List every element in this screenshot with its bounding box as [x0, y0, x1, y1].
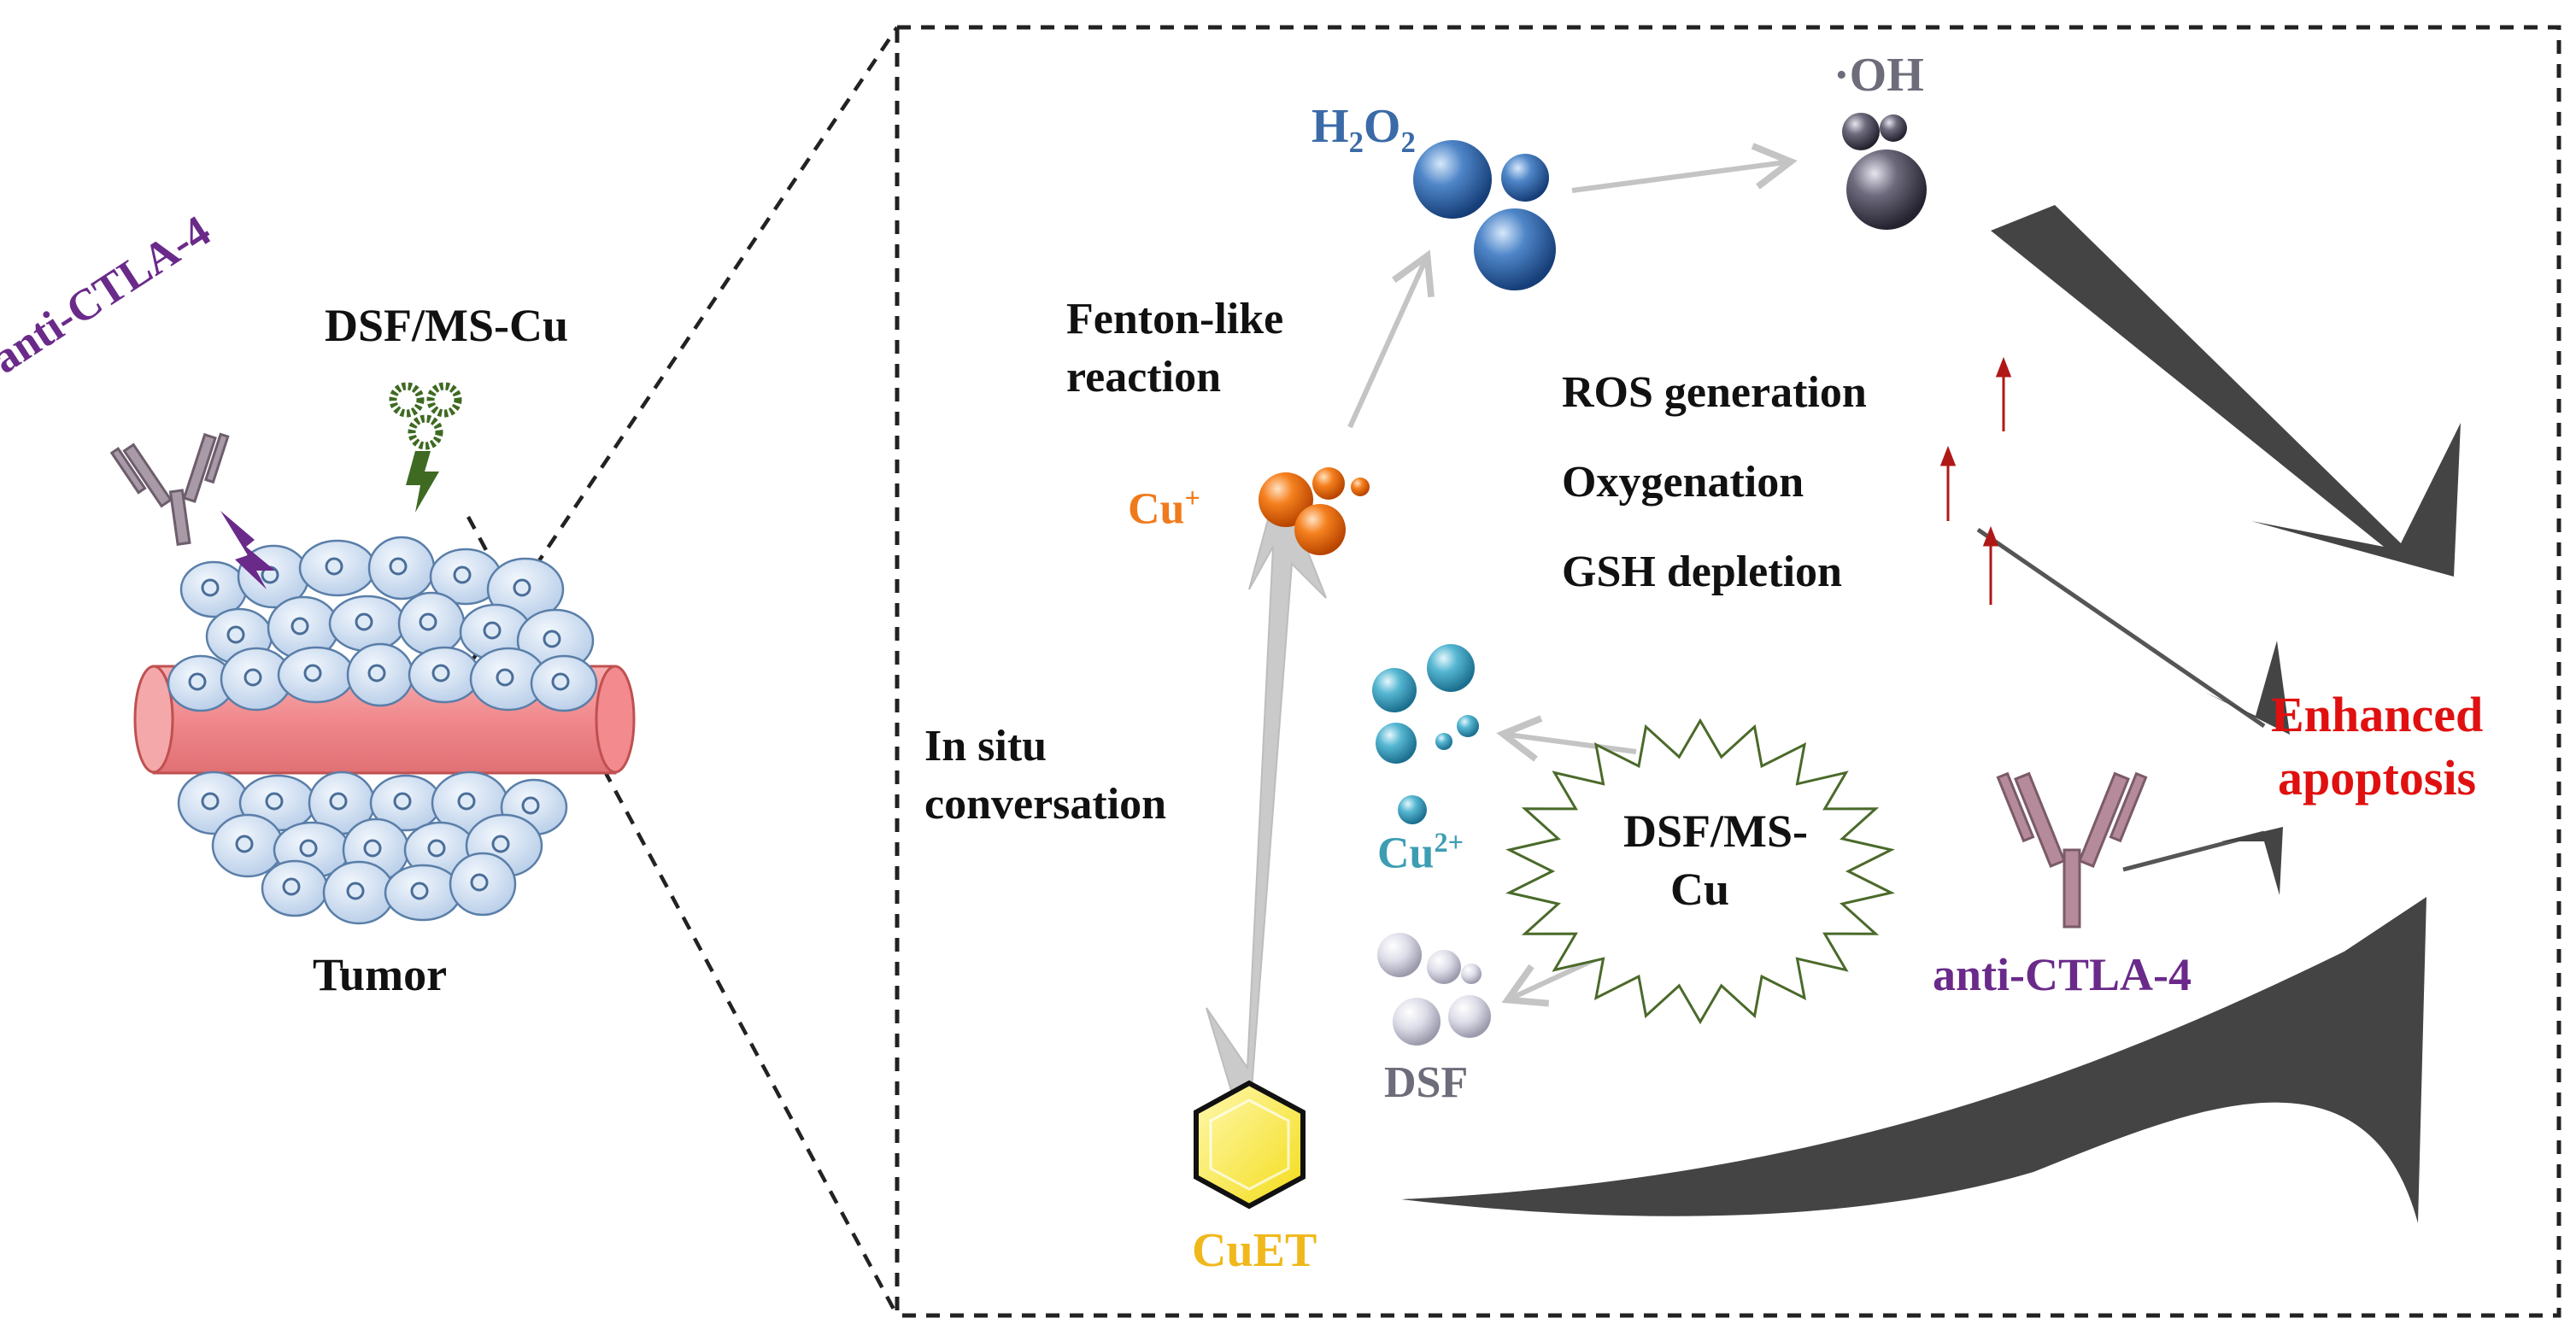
arrow-cu-plus-to-h2o2	[1347, 249, 1435, 429]
fenton-label: Fenton-like reaction	[1066, 290, 1283, 406]
cell-nucleus-icon	[303, 664, 322, 683]
cell-nucleus-icon	[226, 625, 245, 644]
cell-nucleus-icon	[290, 617, 309, 636]
arrow-cuet-to-apoptosis	[1401, 897, 2426, 1223]
outcome-label-line2: apoptosis	[2278, 750, 2477, 806]
arrowhead-antibody	[2221, 827, 2283, 895]
zoom-box	[895, 25, 2561, 1318]
cell-nucleus-icon	[427, 839, 446, 858]
arrow-effects-to-apoptosis	[1976, 527, 2266, 729]
cell-nucleus-icon	[188, 672, 207, 691]
cell-nucleus-icon	[244, 668, 262, 687]
cell-nucleus-icon	[346, 882, 365, 900]
cell-nucleus-icon	[521, 796, 540, 815]
oh-sphere-icon	[1842, 113, 1927, 230]
antibody-icon-left	[109, 432, 230, 546]
outcome-label-line1: Enhanced	[2271, 687, 2484, 742]
cell-nucleus-icon	[491, 835, 510, 853]
cell-nucleus-icon	[265, 792, 284, 811]
lightning-icon-green	[406, 451, 439, 513]
right-antibody-label: anti-CTLA-4	[1933, 949, 2192, 1000]
h2o2-sphere-icon	[1413, 140, 1556, 290]
tumor-cell-cluster	[167, 536, 598, 925]
cell-nucleus-icon	[431, 664, 450, 683]
cell-nucleus-icon	[282, 877, 301, 896]
up-arrow-icon	[1939, 356, 2012, 605]
tumor-label: Tumor	[313, 949, 448, 1000]
nanoparticle-ring-icon	[389, 382, 425, 418]
cell-nucleus-icon	[513, 578, 531, 597]
cell-nucleus-icon	[470, 873, 489, 892]
conversion-label-line2: conversation	[924, 779, 1167, 829]
cell-nucleus-icon	[393, 792, 412, 811]
cu-plus-label: Cu+	[1128, 483, 1200, 534]
nanoparticle-icon	[389, 382, 462, 450]
cell-nucleus-icon	[551, 672, 570, 691]
cu-plus-sphere-icon	[1259, 467, 1370, 555]
fenton-label-line2: reaction	[1066, 352, 1221, 401]
cu-2plus-label: Cu2+	[1377, 827, 1464, 878]
effect-oxygenation-label: Oxygenation	[1562, 458, 1804, 507]
effect-ros-label: ROS generation	[1562, 368, 1867, 417]
h2o2-label: H2O2	[1311, 100, 1416, 160]
cell-nucleus-icon	[410, 882, 429, 900]
cell-nucleus-icon	[389, 557, 408, 576]
arrow-center-to-cu2plus	[1496, 715, 1637, 762]
cell-nucleus-icon	[363, 839, 382, 858]
antibody-icon	[1996, 771, 2148, 929]
center-drug-label-line2: Cu	[1670, 863, 1730, 915]
cell-nucleus-icon	[419, 612, 437, 631]
arrow-conversion-double	[1206, 475, 1327, 1145]
dsf-sphere-icon	[1377, 933, 1491, 1046]
cell-nucleus-icon	[235, 835, 254, 853]
cell-nucleus-icon	[329, 792, 348, 811]
center-drug-label: DSF/MS- Cu	[1623, 803, 1808, 918]
outcome-label: Enhanced apoptosis	[2271, 683, 2483, 810]
arrow-oh-to-apoptosis	[1991, 205, 2461, 577]
cell-nucleus-icon	[355, 612, 373, 631]
conversion-label-line1: In situ	[924, 722, 1047, 770]
starburst-icon	[1505, 718, 1895, 1025]
cell-nucleus-icon	[453, 565, 472, 584]
arrowhead-effects	[2204, 641, 2290, 735]
nanoparticle-ring-icon	[426, 382, 462, 418]
hydroxyl-radical-label: ·OH	[1834, 49, 1924, 102]
cell-nucleus-icon	[201, 792, 220, 811]
cu-2plus-sphere-icon	[1372, 644, 1479, 824]
cell-nucleus-icon	[483, 621, 502, 640]
cell-nucleus-icon	[201, 578, 220, 597]
cell-nucleus-icon	[543, 630, 561, 648]
effect-gsh-label: GSH depletion	[1562, 548, 1842, 596]
cuet-hexagon-icon	[1194, 1080, 1306, 1210]
lightning-icon-purple	[220, 511, 275, 589]
center-drug-label-line1: DSF/MS-	[1623, 806, 1808, 857]
conversion-label: In situ conversation	[924, 718, 1166, 833]
cell-nucleus-icon	[367, 664, 386, 683]
cell-nucleus-icon	[325, 557, 343, 576]
cell-nucleus-icon	[496, 668, 514, 687]
nanoparticle-ring-icon	[408, 414, 443, 450]
cuet-label: CuET	[1192, 1224, 1317, 1277]
dsf-label: DSF	[1384, 1058, 1469, 1107]
cell-nucleus-icon	[299, 839, 318, 858]
left-drug-label: DSF/MS-Cu	[325, 300, 569, 351]
cell-nucleus-icon	[457, 792, 476, 811]
fenton-label-line1: Fenton-like	[1066, 295, 1284, 343]
arrow-h2o2-to-oh	[1571, 143, 1798, 193]
